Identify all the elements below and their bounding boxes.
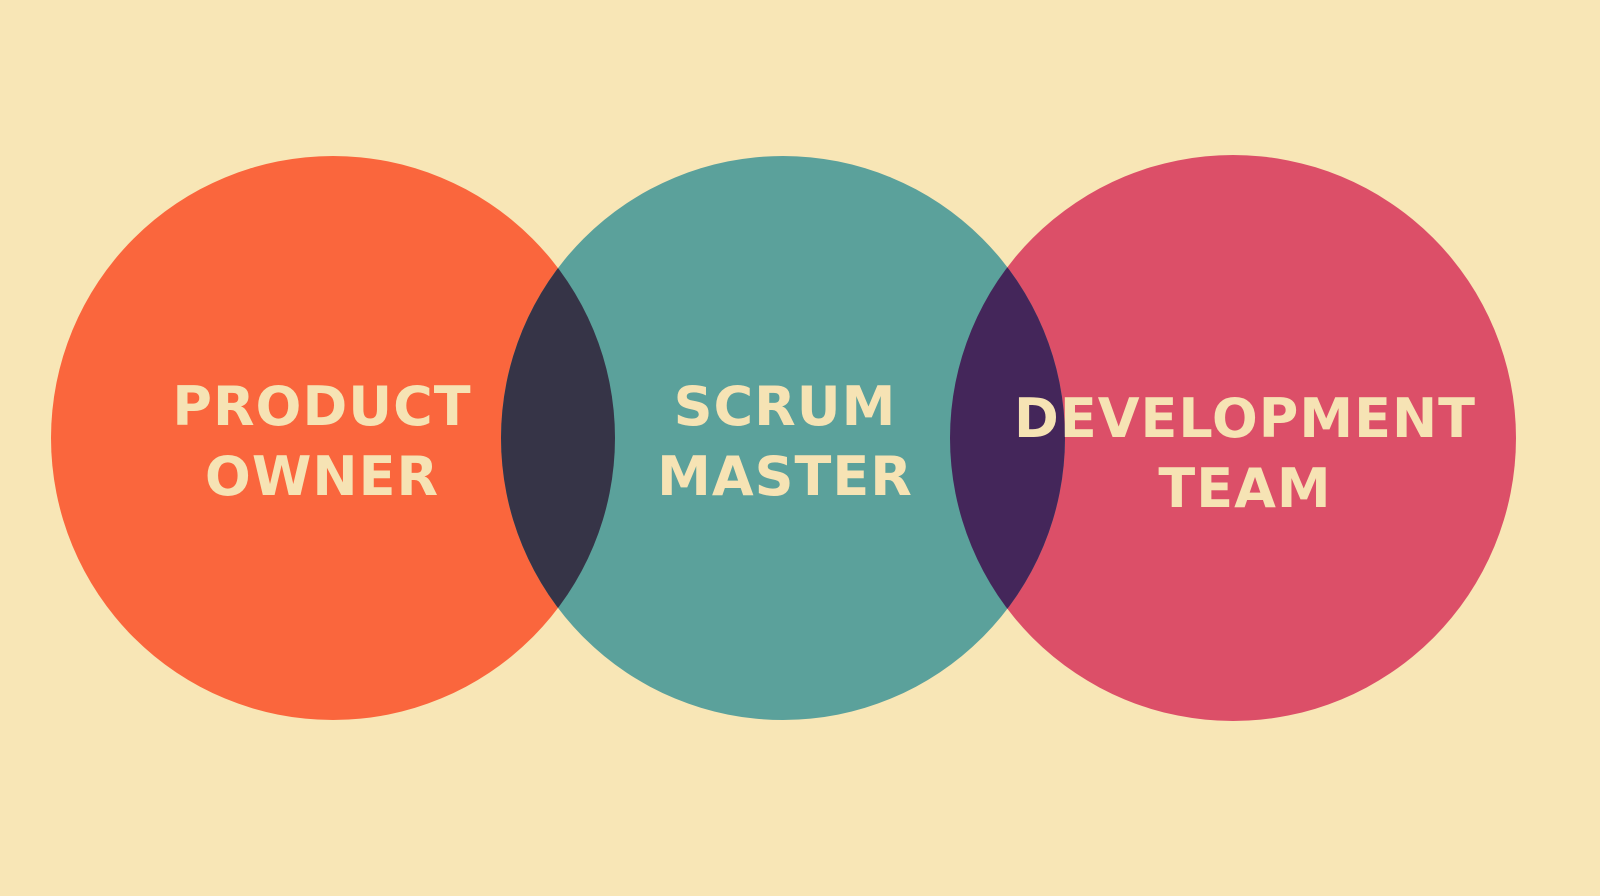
product-owner-label: PRODUCT OWNER: [172, 372, 471, 512]
scrum-master-label: SCRUM MASTER: [657, 372, 913, 512]
development-team-line1: DEVELOPMENT: [1013, 387, 1477, 450]
development-team-label: DEVELOPMENT TEAM: [1014, 384, 1476, 524]
product-owner-line2: OWNER: [204, 445, 440, 508]
development-team-circle: [950, 155, 1516, 721]
scrum-master-line2: MASTER: [657, 445, 913, 508]
scrum-master-line1: SCRUM: [673, 375, 897, 438]
development-team-line2: TEAM: [1158, 457, 1332, 520]
product-owner-line1: PRODUCT: [172, 375, 472, 438]
product-owner-circle: [51, 156, 615, 720]
scrum-master-circle: [501, 156, 1065, 720]
